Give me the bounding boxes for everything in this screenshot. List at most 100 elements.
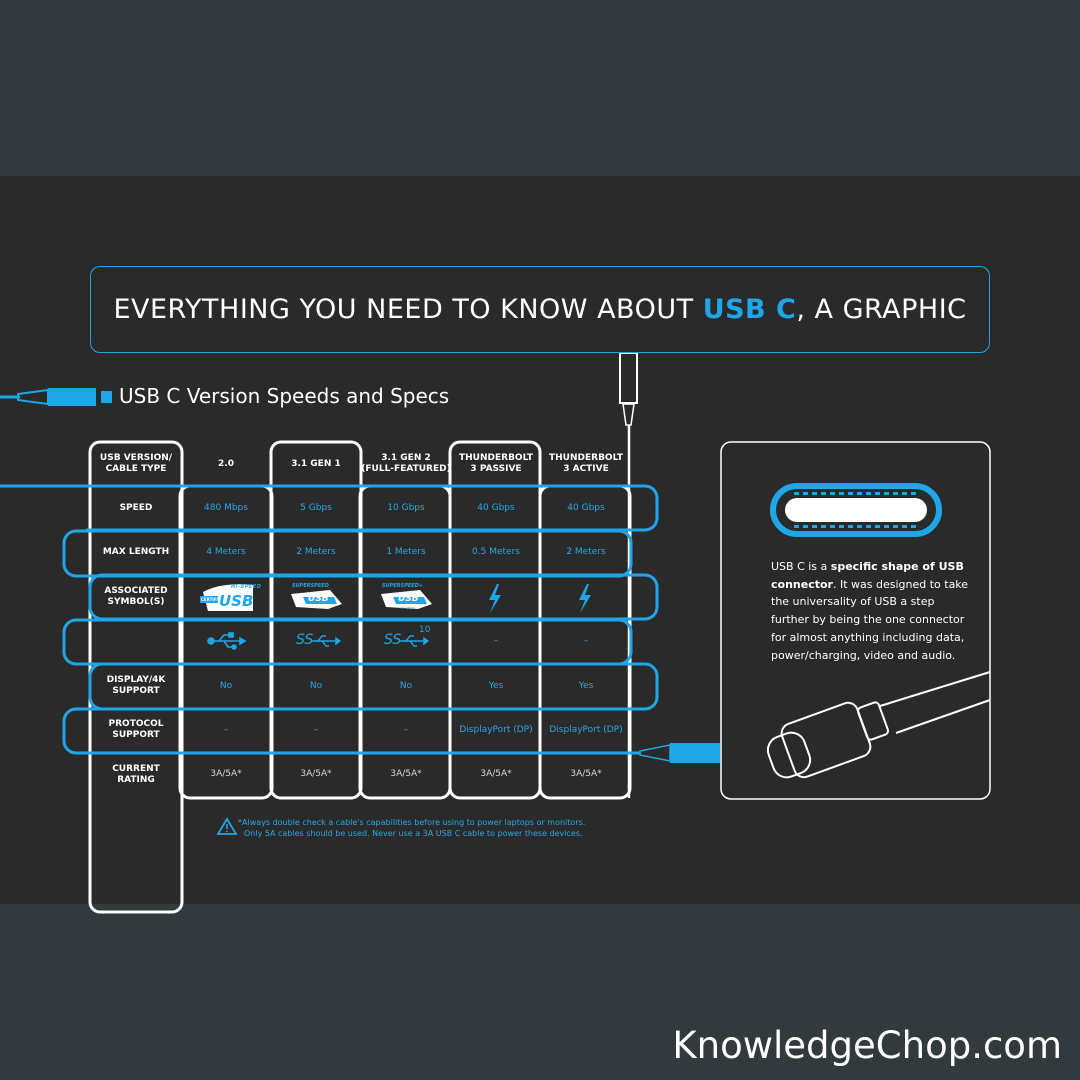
row-label-protocol: PROTOCOL SUPPORT bbox=[92, 719, 180, 741]
superspeed-plus-usb-logo bbox=[381, 590, 432, 609]
current-cell: 3A/5A* bbox=[480, 769, 512, 779]
row-label-symbols-line2: SYMBOL(S) bbox=[107, 597, 165, 607]
usb-c-description: USB C is a specific shape of USB connect… bbox=[771, 558, 971, 664]
hispeed-usb-logo bbox=[200, 584, 253, 611]
row-label-symbols-line1: ASSOCIATED bbox=[104, 586, 168, 596]
superspeed-logo-text: SUPERSPEED bbox=[292, 583, 329, 589]
ss-ten-text: 10 bbox=[419, 625, 431, 635]
description-part2: . It was designed to take the universali… bbox=[771, 577, 969, 662]
usb-c-plug-icon bbox=[766, 671, 991, 779]
ss-text-1: SS bbox=[296, 632, 314, 648]
col-header-tba-line2: 3 ACTIVE bbox=[563, 464, 609, 474]
current-cell: 3A/5A* bbox=[210, 769, 242, 779]
col-header-gen2-line1: 3.1 GEN 2 bbox=[381, 453, 431, 463]
speed-cell: 480 Mbps bbox=[204, 503, 248, 513]
row-label-speed: SPEED bbox=[119, 503, 153, 513]
superspeed-trident-icon bbox=[312, 635, 342, 647]
col-header-tb-passive: THUNDERBOLT 3 PASSIVE bbox=[451, 453, 541, 475]
warning-icon bbox=[216, 817, 238, 835]
row-label-current-line2: RATING bbox=[117, 775, 155, 785]
symbol2-cell: – bbox=[493, 636, 499, 646]
row-label-current: CURRENT RATING bbox=[92, 764, 180, 786]
row-label-max-length: MAX LENGTH bbox=[102, 547, 170, 557]
col-header-tb-active: THUNDERBOLT 3 ACTIVE bbox=[541, 453, 631, 475]
length-cell: 1 Meters bbox=[386, 547, 426, 557]
usb-c-port-inner bbox=[785, 498, 927, 522]
right-cable-plug bbox=[639, 744, 671, 762]
header-version-line1: USB VERSION/ bbox=[99, 453, 173, 463]
superspeed-usb-logo bbox=[291, 590, 342, 609]
title-cable-plug bbox=[622, 403, 635, 426]
superspeed-plus-logo-text: SUPERSPEED+ bbox=[382, 583, 424, 589]
col-header-gen2: 3.1 GEN 2 (FULL-FEATURED) bbox=[361, 453, 451, 475]
col-outline-2-0 bbox=[178, 484, 274, 800]
description-bold: specific shape of USB connector bbox=[771, 560, 964, 591]
display-cell: Yes bbox=[578, 681, 594, 691]
description-part1: USB C is a bbox=[771, 560, 831, 573]
row-label-display-line2: SUPPORT bbox=[112, 686, 160, 696]
speed-cell: 40 Gbps bbox=[567, 503, 605, 513]
title-highlight: USB C bbox=[702, 294, 797, 325]
left-cable-tip bbox=[101, 391, 112, 403]
protocol-cell: – bbox=[403, 725, 409, 735]
protocol-cell: – bbox=[313, 725, 319, 735]
hispeed-logo-text: HI-SPEED bbox=[231, 584, 262, 590]
length-cell: 2 Meters bbox=[566, 547, 606, 557]
col-header-tba-line1: THUNDERBOLT bbox=[549, 453, 623, 463]
current-cell: 3A/5A* bbox=[570, 769, 602, 779]
length-cell: 0.5 Meters bbox=[472, 547, 520, 557]
speed-cell: 10 Gbps bbox=[387, 503, 425, 513]
right-cable-connector bbox=[670, 743, 720, 763]
col-header-tbp-line1: THUNDERBOLT bbox=[459, 453, 533, 463]
speed-cell: 40 Gbps bbox=[477, 503, 515, 513]
section-subtitle: USB C Version Speeds and Specs bbox=[119, 384, 450, 408]
superspeed-plus-trident-icon bbox=[400, 635, 430, 647]
protocol-cell: DisplayPort (DP) bbox=[459, 725, 533, 735]
row-label-display: DISPLAY/4K SUPPORT bbox=[92, 675, 180, 697]
speed-cell: 5 Gbps bbox=[300, 503, 332, 513]
current-cell: 3A/5A* bbox=[390, 769, 422, 779]
header-version-line2: CABLE TYPE bbox=[105, 464, 167, 474]
usb-trident-icon bbox=[207, 632, 247, 650]
left-cable-connector bbox=[48, 388, 96, 406]
col-header-tbp-line2: 3 PASSIVE bbox=[470, 464, 522, 474]
page-title: EVERYTHING YOU NEED TO KNOW ABOUT USB C,… bbox=[113, 294, 966, 325]
title-cable-connector bbox=[619, 352, 638, 404]
certified-logo-text: CERTIFIED bbox=[201, 597, 225, 602]
usb-c-port-outline bbox=[770, 483, 942, 537]
usb-logo-text-3: USB bbox=[398, 594, 419, 604]
watermark: KnowledgeChop.com bbox=[672, 1024, 1062, 1067]
row-label-current-line1: CURRENT bbox=[112, 764, 160, 774]
row-label-display-line1: DISPLAY/4K bbox=[106, 675, 166, 685]
protocol-cell: DisplayPort (DP) bbox=[549, 725, 623, 735]
warning-note: *Always double check a cable's capabilit… bbox=[238, 817, 585, 839]
usb-logo-text-1: USB bbox=[219, 592, 254, 610]
col-header-gen1: 3.1 GEN 1 bbox=[291, 459, 341, 469]
length-cell: 2 Meters bbox=[296, 547, 336, 557]
col-header-2-0: 2.0 bbox=[218, 459, 234, 469]
gbps-logo-text: 10 Gbps bbox=[400, 606, 415, 610]
usb-c-port-pins bbox=[794, 492, 916, 528]
display-cell: No bbox=[399, 681, 413, 691]
length-cell: 4 Meters bbox=[206, 547, 246, 557]
title-box: EVERYTHING YOU NEED TO KNOW ABOUT USB C,… bbox=[90, 266, 990, 353]
display-cell: No bbox=[219, 681, 233, 691]
thunderbolt-icon-active bbox=[579, 584, 591, 613]
usb-logo-text-2: USB bbox=[308, 594, 329, 604]
protocol-cell: – bbox=[223, 725, 229, 735]
col-outline-gen2 bbox=[358, 484, 452, 800]
left-cable-plug bbox=[17, 388, 49, 406]
display-cell: Yes bbox=[488, 681, 504, 691]
row-outline-protocol bbox=[62, 707, 640, 755]
thunderbolt-icon-passive bbox=[489, 584, 501, 613]
display-cell: No bbox=[309, 681, 323, 691]
description-box bbox=[720, 441, 991, 800]
ss-text-2: SS bbox=[384, 632, 402, 648]
col-header-gen2-line2: (FULL-FEATURED) bbox=[361, 464, 451, 474]
warning-line1: *Always double check a cable's capabilit… bbox=[238, 818, 586, 827]
symbol2-cell: – bbox=[583, 636, 589, 646]
row-label-protocol-line2: SUPPORT bbox=[112, 730, 160, 740]
row-label-protocol-line1: PROTOCOL bbox=[108, 719, 164, 729]
row-label-symbols: ASSOCIATED SYMBOL(S) bbox=[92, 586, 180, 608]
